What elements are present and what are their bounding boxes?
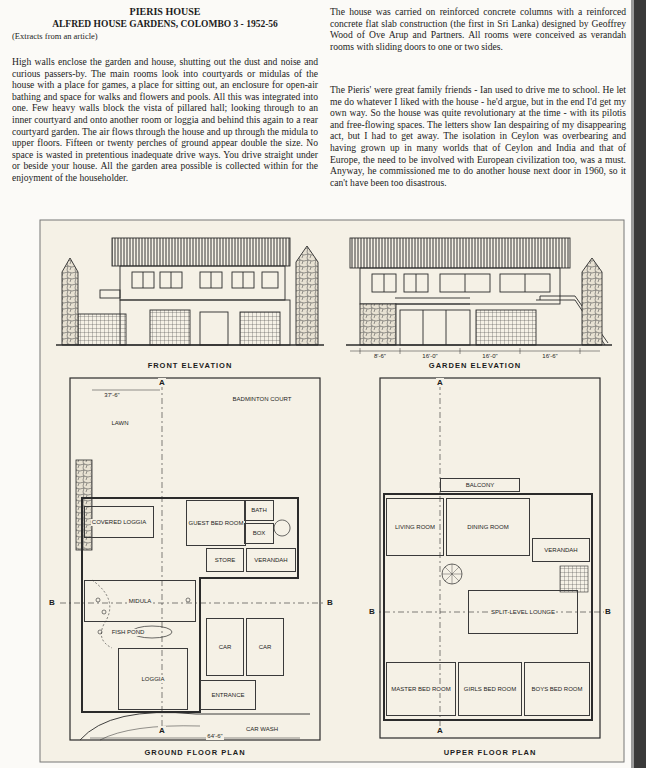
- area-label: FISH POND: [111, 629, 146, 636]
- area-label: LAWN: [110, 420, 129, 427]
- room-outline: BALCONY: [440, 478, 520, 492]
- section-marker: B: [326, 598, 334, 607]
- section-marker: B: [48, 598, 56, 607]
- room-outline: COVERED LOGGIA: [84, 506, 154, 538]
- room-name: SPLIT-LEVEL LOUNGE: [490, 609, 556, 616]
- room-outline: GUEST BED ROOM: [186, 500, 246, 546]
- room-outline: VERANDAH: [532, 538, 590, 562]
- section-marker: A: [158, 726, 166, 735]
- area-label: BADMINTON COURT: [232, 396, 293, 403]
- drawing-caption: FRONT ELEVATION: [147, 361, 234, 370]
- room-name: GIRLS BED ROOM: [463, 686, 517, 693]
- body-text: The Pieris' were great family friends - …: [330, 84, 626, 188]
- room-outline: MASTER BED ROOM: [386, 662, 456, 716]
- subtitle: ALFRED HOUSE GARDENS, COLOMBO 3 - 1952-5…: [52, 18, 278, 30]
- room-name: VERANDAH: [543, 547, 578, 554]
- room-outline: VERANDAH: [246, 548, 296, 572]
- dimension: 16'-6": [541, 353, 558, 360]
- room-name: BATH: [250, 507, 268, 514]
- drawing-caption: GARDEN ELEVATION: [428, 361, 522, 370]
- area-label: CAR WASH: [245, 726, 279, 733]
- room-outline: SPLIT-LEVEL LOUNGE: [468, 590, 578, 634]
- room-name: LIVING ROOM: [394, 524, 436, 531]
- room-name: GUEST BED ROOM: [188, 520, 245, 527]
- room-name: CAR: [258, 644, 273, 651]
- section-marker: A: [158, 378, 166, 387]
- drawing-caption: GROUND FLOOR PLAN: [143, 748, 246, 757]
- note: (Extracts from an article): [12, 31, 98, 42]
- room-name: DINING ROOM: [466, 524, 509, 531]
- room-name: MASTER BED ROOM: [390, 686, 451, 693]
- section-marker: B: [368, 607, 376, 616]
- dimension: 16'-0": [421, 353, 438, 360]
- drawing-caption: UPPER FLOOR PLAN: [443, 748, 538, 757]
- dimension: 16'-0": [481, 353, 498, 360]
- room-name: VERANDAH: [253, 557, 288, 564]
- room-name: BALCONY: [465, 482, 496, 489]
- room-name: BOX: [252, 530, 267, 537]
- room-name: BOYS BED ROOM: [530, 686, 583, 693]
- room-outline: BOYS BED ROOM: [524, 662, 590, 716]
- body-text: High walls enclose the garden and house,…: [12, 56, 318, 184]
- dimension: 8'-6": [373, 353, 387, 360]
- room-outline: GIRLS BED ROOM: [458, 662, 522, 716]
- room-outline: BATH: [244, 500, 274, 521]
- room-name: CAR: [218, 644, 233, 651]
- room-outline: LIVING ROOM: [386, 498, 444, 556]
- room-outline: STORE: [206, 548, 244, 572]
- room-outline: ENTRANCE: [200, 680, 256, 710]
- page-title: PIERIS HOUSE: [12, 6, 318, 18]
- room-outline: LOGGIA: [118, 648, 188, 710]
- room-name: ENTRANCE: [210, 692, 245, 699]
- room-outline: CAR: [206, 618, 244, 676]
- room-name: MIDULA: [128, 598, 153, 605]
- room-name: COVERED LOGGIA: [91, 519, 147, 526]
- room-outline: CAR: [246, 618, 284, 676]
- room-outline: BOX: [244, 523, 274, 544]
- room-outline: DINING ROOM: [446, 498, 530, 556]
- room-name: LOGGIA: [140, 676, 165, 683]
- room-name: STORE: [214, 557, 237, 564]
- section-marker: A: [436, 726, 444, 735]
- dimension: 64'-6": [206, 733, 223, 740]
- section-marker: A: [436, 378, 444, 387]
- dimension: 37'-6": [103, 392, 120, 399]
- room-outline: MIDULA: [84, 580, 196, 622]
- section-marker: B: [604, 607, 612, 616]
- body-text: The house was carried on reinforced conc…: [330, 6, 626, 52]
